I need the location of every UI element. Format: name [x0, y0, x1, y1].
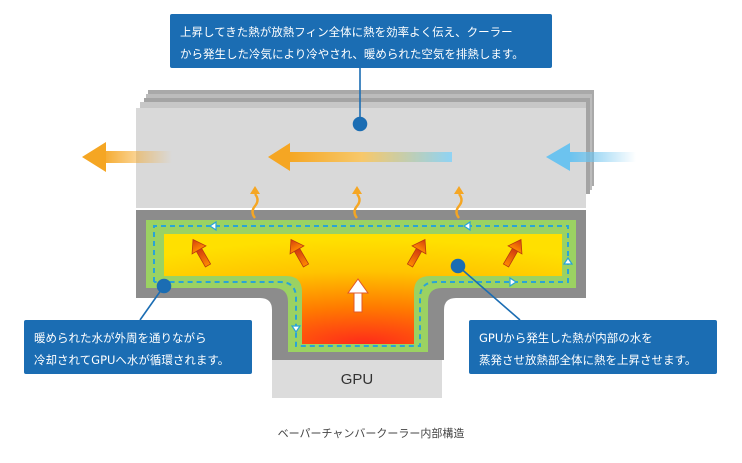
- exhaust-air-arrow-center: [268, 143, 452, 171]
- water-return-callout: 暖められた水が外周を通りながら 冷却されてGPUへ水が循環されます。: [24, 320, 252, 374]
- heat-wave-arrowheads: [250, 186, 464, 194]
- callout-text-line: から発生した冷気により冷やされ、暖められた空気を排熱します。: [180, 47, 524, 61]
- figure-caption: ベーパーチャンバークーラー内部構造: [277, 427, 465, 440]
- callout-text-line: 蒸発させ放熱部全体に熱を上昇させます。: [479, 353, 697, 367]
- gpu-label: GPU: [340, 371, 374, 388]
- heat-fin-stack: [136, 90, 594, 208]
- cool-air-arrow: [546, 143, 636, 171]
- gpu-block: [272, 360, 442, 398]
- vapor-rising-arrows: [191, 238, 523, 268]
- exhaust-air-arrow-left: [82, 142, 172, 172]
- heat-wave-arrows: [251, 193, 463, 219]
- water-circulation-path: [153, 225, 569, 347]
- callout-text-line: 暖められた水が外周を通りながら: [34, 331, 207, 345]
- center-heat-arrow: [347, 278, 369, 313]
- fin-heat-dissipation-callout: 上昇してきた熱が放熱フィン全体に熱を効率よく伝え、クーラー から発生した冷気によ…: [170, 14, 552, 68]
- callout-text-line: GPUから発生した熱が内部の水を: [479, 331, 653, 345]
- callout-text-line: 冷却されてGPUへ水が循環されます。: [34, 353, 230, 367]
- callout-text-line: 上昇してきた熱が放熱フィン全体に熱を効率よく伝え、クーラー: [180, 25, 513, 39]
- callout-leaders: [139, 68, 521, 321]
- gpu-heat-evaporation-callout: GPUから発生した熱が内部の水を 蒸発させ放熱部全体に熱を上昇させます。: [469, 320, 717, 374]
- water-flow-markers: [208, 220, 574, 334]
